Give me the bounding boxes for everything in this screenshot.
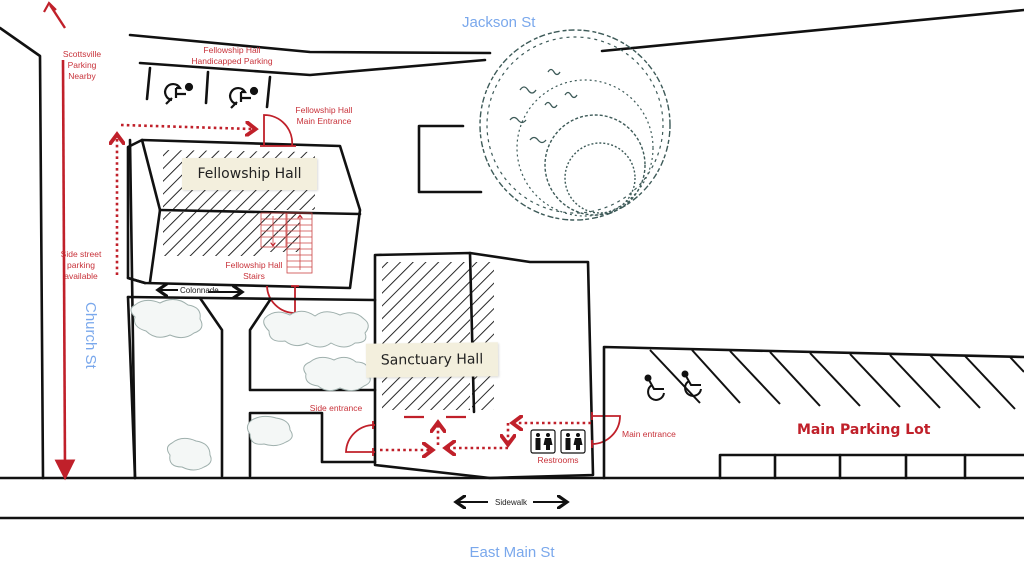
wheelchair-icon <box>164 82 259 109</box>
main-entrance-label: Main entrance <box>622 429 676 439</box>
fh-handicapped-parking <box>145 66 272 109</box>
street-label-church: Church St <box>82 302 99 370</box>
fh-stairs-label: Fellowship Hall Stairs <box>225 260 282 281</box>
fh-main-entrance-label: Fellowship Hall Main Entrance <box>295 105 352 126</box>
svg-text:Side street: Side street <box>61 249 102 259</box>
svg-text:Fellowship Hall: Fellowship Hall <box>225 260 282 270</box>
svg-text:Fellowship Hall: Fellowship Hall <box>295 105 352 115</box>
scottsville-parking-label: Scottsville Parking Nearby <box>63 49 102 81</box>
fellowship-hall-stairs <box>260 212 313 274</box>
side-street-parking-label: Side street parking available <box>61 249 102 281</box>
street-label-jackson: Jackson St <box>462 14 536 31</box>
main-parking-lot-label: Main Parking Lot <box>797 422 931 438</box>
fh-handicapped-parking-label: Fellowship Hall Handicapped Parking <box>191 45 273 66</box>
sidewalk-label: Sidewalk <box>495 498 528 507</box>
wheelchair-icon <box>644 370 702 401</box>
parking-stall-lines <box>649 349 1024 410</box>
tree-planter <box>417 124 483 194</box>
sanctuary-hall-label: Sanctuary Hall <box>365 342 499 378</box>
main-entrance-door <box>591 412 621 448</box>
tree <box>479 29 671 221</box>
restrooms-label: Restrooms <box>537 455 578 465</box>
svg-text:Main Entrance: Main Entrance <box>297 116 352 126</box>
svg-text:Scottsville: Scottsville <box>63 49 102 59</box>
svg-text:Handicapped Parking: Handicapped Parking <box>191 56 273 66</box>
main-parking-lot <box>602 345 1024 480</box>
svg-text:parking: parking <box>67 260 95 270</box>
fellowship-hall-label: Fellowship Hall <box>182 158 317 190</box>
svg-text:Nearby: Nearby <box>68 71 96 81</box>
side-entrance-label: Side entrance <box>310 403 363 413</box>
svg-text:Fellowship Hall: Fellowship Hall <box>203 45 260 55</box>
colonnade-label: Colonnade <box>180 286 219 295</box>
fellowship-hall-building <box>126 114 362 314</box>
walking-routes <box>43 1 591 481</box>
street-lines <box>0 26 1024 520</box>
jackson-st-edges <box>128 8 1024 77</box>
street-label-east-main: East Main St <box>469 544 555 561</box>
fh-main-entrance-door <box>260 114 296 147</box>
svg-text:available: available <box>64 271 98 281</box>
svg-text:Stairs: Stairs <box>243 271 265 281</box>
bushes <box>130 299 371 471</box>
colonnade: Colonnade <box>126 276 377 480</box>
svg-text:Parking: Parking <box>68 60 97 70</box>
restroom-icon <box>530 429 586 454</box>
side-entrance-door <box>345 421 376 456</box>
